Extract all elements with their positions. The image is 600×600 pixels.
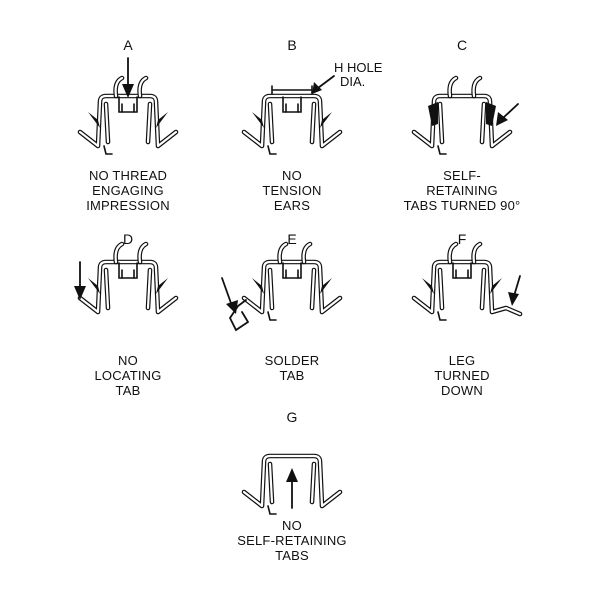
figure-g: G NO SELF-RETAINING TABS [237,409,346,563]
callout-arrow [221,277,233,307]
callout-arrow [513,275,521,297]
caption-line: IMPRESSION [86,198,170,213]
caption-line: TAB [280,368,305,383]
callout-label: H HOLE [334,60,383,75]
figure-letter: E [287,231,296,247]
caption-line: TURNED [434,368,489,383]
caption-line: TENSION [262,183,321,198]
figure-c: C SELF- RETAINING TABS TURNED 90° [404,37,521,213]
callout-label: DIA. [340,74,365,89]
figure-letter: B [287,37,296,53]
figure-letter: C [457,37,467,53]
caption-line: NO [118,353,138,368]
caption-line: SELF-RETAINING [237,533,346,548]
caption-line: NO [282,518,302,533]
callout-arrow [502,103,519,119]
figure-letter: F [458,231,467,247]
caption-line: TAB [116,383,141,398]
caption-line: NO THREAD [89,168,167,183]
caption-line: ENGAGING [92,183,164,198]
caption-line: TABS [275,548,309,563]
caption-line: SOLDER [265,353,320,368]
figure-e: E SOLDER TAB [221,231,340,383]
solder-tab [228,299,250,332]
caption-line: RETAINING [426,183,498,198]
caption-line: EARS [274,198,310,213]
figure-a: A NO THREAD ENGAGING IMPRESSION [80,37,176,213]
figure-f: F LEG TURNED DOWN [411,231,523,398]
caption-line: LEG [449,353,476,368]
caption-line: SELF- [443,168,481,183]
figure-d: D NO LOCATING TAB [74,231,176,398]
figure-letter: G [287,409,298,425]
figure-letter: A [123,37,133,53]
callout-arrow [317,75,335,89]
caption-line: NO [282,168,302,183]
caption-line: DOWN [441,383,483,398]
caption-line: TABS TURNED 90° [404,198,521,213]
figure-letter: D [123,231,133,247]
caption-line: LOCATING [94,368,161,383]
figure-b: B H HOLE DIA. NO TENSION EARS [244,37,383,213]
